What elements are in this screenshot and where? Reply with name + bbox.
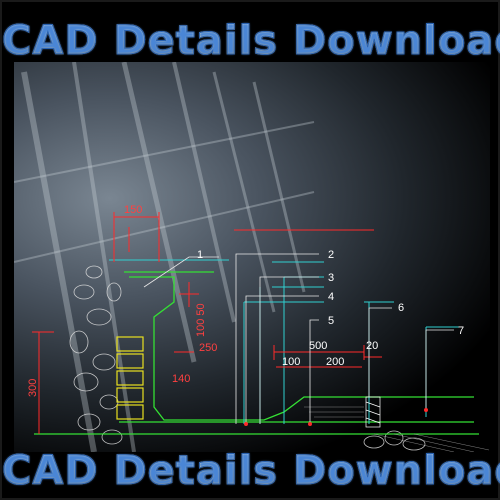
callout-7: 7 — [458, 325, 464, 337]
cad-drawing: 150 100 50 250 140 300 500 100 200 20 1 … — [14, 62, 490, 452]
stone-fill-left — [69, 265, 123, 445]
stone-fill-right — [363, 430, 426, 451]
dim-label-500: 500 — [309, 340, 327, 352]
dim-label-200: 200 — [326, 356, 344, 368]
dim-label-20: 20 — [366, 340, 378, 352]
dim-label-100: 100 — [282, 356, 300, 368]
red-markers — [244, 408, 428, 426]
callout-3: 3 — [328, 272, 334, 284]
green-layers — [34, 271, 479, 435]
wall-blocks — [116, 336, 144, 420]
callout-2: 2 — [328, 249, 334, 261]
dim-label-150: 150 — [124, 204, 142, 216]
facade-mullions — [14, 62, 315, 452]
dim-label-300: 300 — [27, 379, 39, 397]
post-hatch — [365, 396, 381, 428]
callout-1: 1 — [197, 249, 203, 261]
leader-lines — [143, 253, 454, 424]
callout-6: 6 — [398, 302, 404, 314]
concrete-hatch — [304, 406, 490, 452]
callout-5: 5 — [328, 315, 334, 327]
callout-4: 4 — [328, 291, 334, 303]
red-dimensions — [32, 212, 382, 434]
cad-scene: 150 100 50 250 140 300 500 100 200 20 1 … — [14, 62, 490, 452]
dim-label-100-50: 100 50 — [195, 303, 207, 337]
dim-label-140: 140 — [172, 373, 190, 385]
banner-title-top: CAD Details Download — [2, 18, 500, 65]
dim-label-250: 250 — [199, 342, 217, 354]
banner-title-bottom: CAD Details Download — [2, 448, 500, 495]
cyan-layers — [109, 259, 459, 424]
